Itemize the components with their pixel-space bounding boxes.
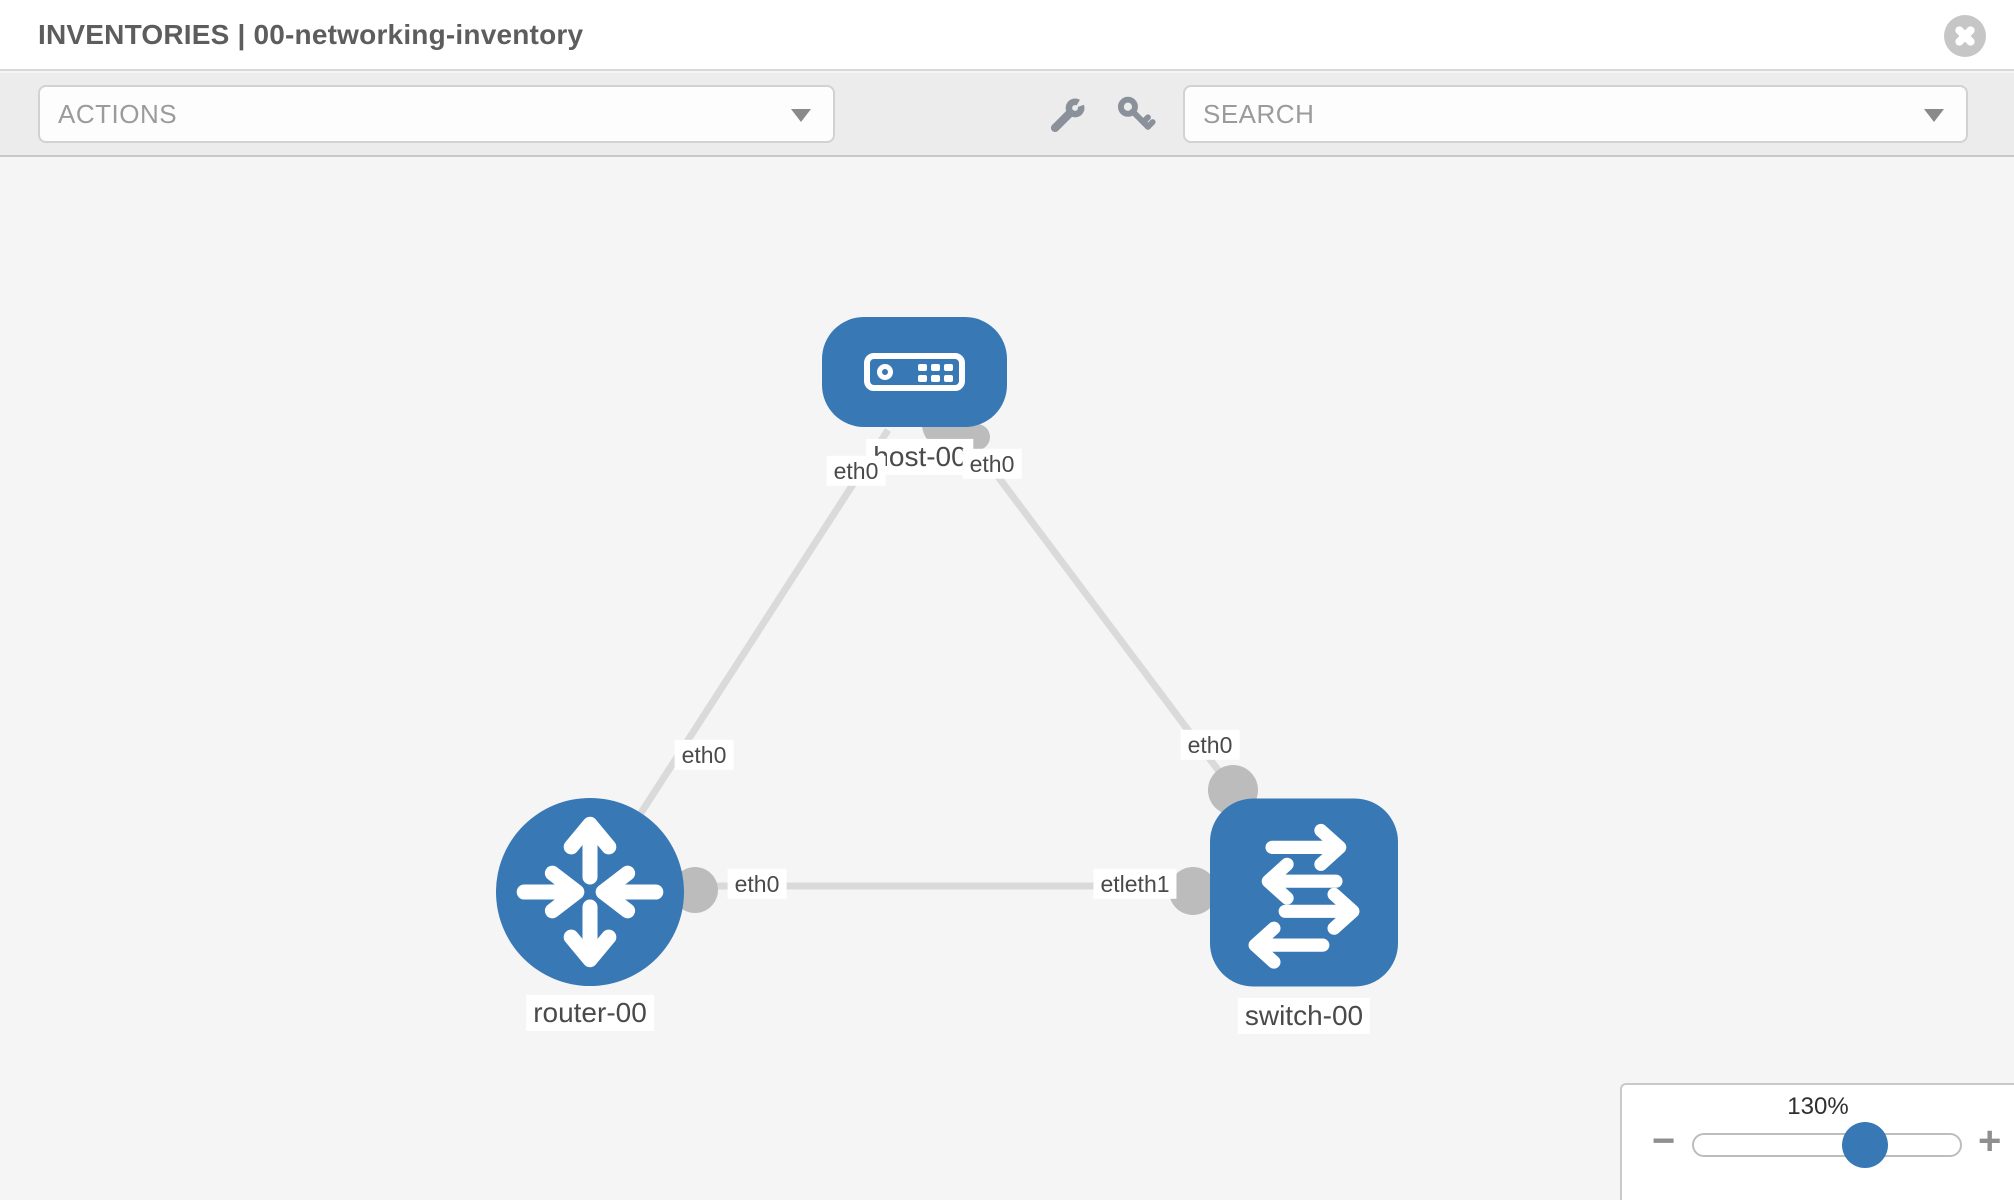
key-icon[interactable] <box>1113 95 1157 135</box>
interface-label-host-left: eth0 <box>826 455 886 487</box>
topology-links <box>587 399 1258 915</box>
interface-label-router-right: eth0 <box>727 868 787 900</box>
node-host[interactable] <box>822 317 1007 432</box>
plus-icon[interactable]: + <box>1978 1119 2002 1163</box>
zoom-slider-track[interactable] <box>1692 1133 1962 1157</box>
zoom-slider-thumb[interactable] <box>1842 1122 1888 1168</box>
toolbar: ACTIONS SEARCH <box>0 73 2014 157</box>
zoom-panel: 130% − + <box>1620 1083 2014 1200</box>
zoom-level: 130% <box>1787 1093 1849 1120</box>
chevron-down-icon <box>1924 109 1944 122</box>
node-label-router: router-00 <box>526 994 654 1032</box>
minus-icon[interactable]: − <box>1652 1119 1676 1163</box>
switch-icon <box>1248 823 1360 969</box>
interface-label-host-right: eth0 <box>962 448 1022 480</box>
interface-dot-switch-left[interactable] <box>1169 867 1217 915</box>
interface-label-switch-left: etleth1 <box>1093 868 1177 900</box>
topology-canvas[interactable]: host-00 router-00 switch-00 eth0 eth0 et… <box>0 157 2014 1200</box>
server-icon <box>864 353 965 391</box>
search-dropdown[interactable]: SEARCH <box>1183 85 1968 143</box>
header: INVENTORIES | 00-networking-inventory <box>0 0 2014 71</box>
interface-label-switch-top: eth0 <box>1180 729 1240 761</box>
actions-dropdown[interactable]: ACTIONS <box>38 85 835 143</box>
node-label-switch: switch-00 <box>1237 997 1371 1035</box>
wrench-icon[interactable] <box>1046 95 1090 135</box>
actions-dropdown-label: ACTIONS <box>58 98 178 129</box>
node-router[interactable] <box>496 798 684 991</box>
page-title: INVENTORIES | 00-networking-inventory <box>38 18 584 50</box>
interface-label-router-top: eth0 <box>674 739 734 771</box>
close-icon[interactable] <box>1944 15 1986 57</box>
chevron-down-icon <box>791 109 811 122</box>
router-icon <box>516 816 664 968</box>
search-dropdown-label: SEARCH <box>1203 98 1315 129</box>
node-switch[interactable] <box>1210 798 1398 992</box>
